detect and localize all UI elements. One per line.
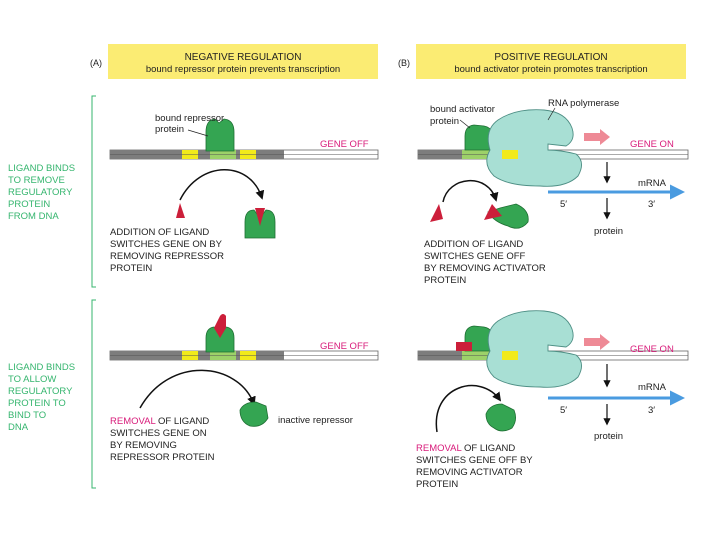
- transcription-arrow-b-top: [584, 129, 610, 145]
- panel-a-letter: (A): [90, 58, 102, 68]
- panel-b-letter: (B): [398, 58, 410, 68]
- inactive-activator-protein: [485, 403, 516, 432]
- caption-a-top: ADDITION OF LIGAND SWITCHES GENE ON BY R…: [110, 227, 227, 274]
- ligand-b-top: [430, 204, 443, 222]
- side-bracket-bottom: [91, 299, 96, 489]
- promoter-visible-b-bottom: [502, 351, 518, 360]
- caption-a-bottom-line1: REMOVAL OF LIGAND: [110, 416, 209, 427]
- repressor-protein-bound: [205, 118, 235, 152]
- ligand-in-repressor: [255, 208, 265, 226]
- label-mrna-b-bottom: mRNA: [638, 382, 667, 393]
- arrow-b-top: [442, 180, 499, 203]
- arrow-a-bottom: [139, 369, 256, 409]
- gene-off-label-a-top: GENE OFF: [320, 139, 369, 150]
- leader-bound-activator: [459, 119, 471, 129]
- label-protein-b-top: protein: [594, 226, 623, 237]
- promoter-visible-b-top: [502, 150, 518, 159]
- side-bracket-top: [91, 95, 96, 288]
- side-label-bottom: LIGAND BINDS TO ALLOW REGULATORY PROTEIN…: [8, 362, 78, 433]
- label-protein-b-bottom: protein: [594, 431, 623, 442]
- panel-b-title: POSITIVE REGULATION: [494, 52, 607, 63]
- ligand-in-activator: [484, 204, 502, 220]
- panel-a-title: NEGATIVE REGULATION: [185, 52, 302, 63]
- panel-b-banner: [416, 44, 686, 79]
- panel-a-banner: [108, 44, 378, 79]
- gene-on-label-b-bottom: GENE ON: [630, 344, 674, 355]
- inactive-repressor-protein: [239, 401, 269, 427]
- gene-off-label-a-bottom: GENE OFF: [320, 341, 369, 352]
- three-prime-b-top: 3′: [648, 199, 655, 210]
- arrow-a-top: [179, 169, 265, 201]
- ligand-a-top: [176, 203, 185, 218]
- label-rna-polymerase: RNA polymerase: [548, 98, 619, 109]
- caption-b-bottom-line1: REMOVAL OF LIGAND: [416, 443, 515, 454]
- leader-rna-polymerase: [547, 107, 556, 121]
- five-prime-b-top: 5′: [560, 199, 567, 210]
- panel-a-subtitle: bound repressor protein prevents transcr…: [146, 64, 340, 75]
- label-mrna-b-top: mRNA: [638, 178, 667, 189]
- caption-b-bottom: SWITCHES GENE OFF BY REMOVING ACTIVATOR …: [416, 455, 535, 490]
- label-bound-repressor: bound repressor protein: [155, 113, 227, 135]
- leader-bound-repressor: [187, 129, 209, 137]
- label-inactive-repressor: inactive repressor: [278, 415, 353, 426]
- ligand-bound-activator: [456, 342, 472, 351]
- panel-b-subtitle: bound activator protein promotes transcr…: [454, 64, 647, 75]
- arrow-b-bottom: [435, 384, 502, 433]
- gene-on-label-b-top: GENE ON: [630, 139, 674, 150]
- transcription-arrow-b-bottom: [584, 334, 610, 350]
- panel-a-top-dna: [109, 149, 379, 160]
- three-prime-b-bottom: 3′: [648, 405, 655, 416]
- rna-polymerase-b-bottom: [486, 310, 582, 388]
- side-label-top: LIGAND BINDS TO REMOVE REGULATORY PROTEI…: [8, 163, 78, 222]
- rna-polymerase: [486, 109, 582, 187]
- ligand-bound-repressor: [214, 314, 226, 338]
- activator-protein-with-ligand: [487, 203, 529, 229]
- label-bound-activator: bound activator protein: [430, 104, 498, 127]
- caption-b-top: ADDITION OF LIGAND SWITCHES GENE OFF BY …: [424, 239, 548, 286]
- five-prime-b-bottom: 5′: [560, 405, 567, 416]
- caption-a-bottom: SWITCHES GENE ON BY REMOVING REPRESSOR P…: [110, 428, 215, 463]
- panel-a-bottom-dna: [109, 350, 379, 361]
